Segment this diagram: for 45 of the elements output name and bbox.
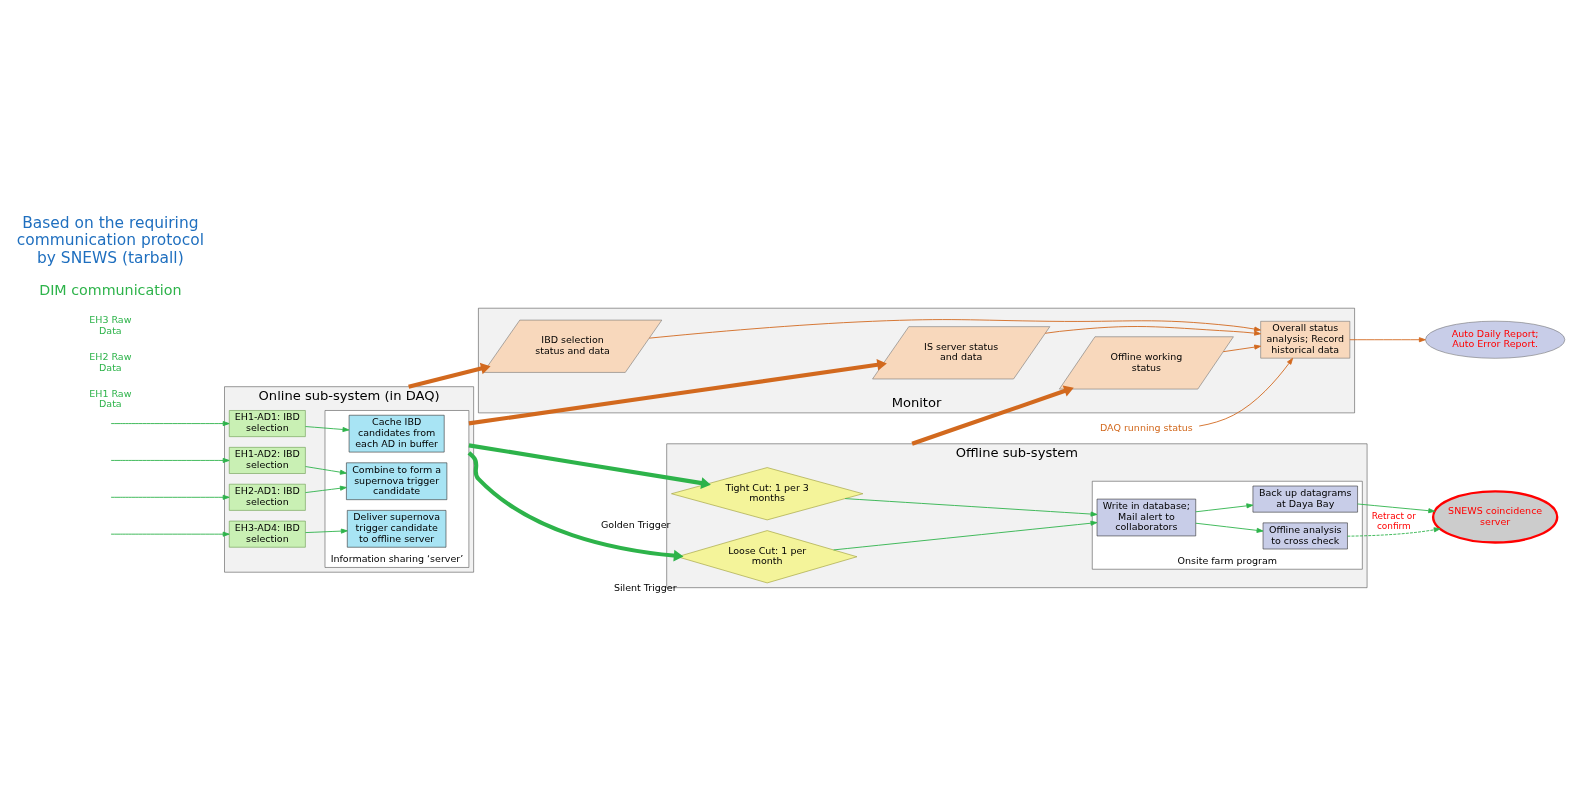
node-diamond: Tight Cut: 1 per 3 months: [671, 467, 864, 521]
arrow: [1349, 337, 1426, 343]
arrow: [648, 319, 1261, 339]
arrow: [833, 520, 1098, 551]
arrow: [110, 494, 230, 500]
node-box: Cache IBD candidates from each AD in buffer: [348, 414, 445, 453]
arrow: [305, 528, 348, 534]
node-box: Deliver supernova trigger candidate to offline server: [347, 510, 447, 548]
arrow: [1044, 326, 1261, 336]
arrow: [1195, 522, 1264, 533]
node-box: Combine to form a supernova trigger candidate: [346, 462, 448, 500]
node-ellipse: Auto Daily Report; Auto Error Report.: [1425, 320, 1566, 359]
node-box: EH2-AD1: IBD selection: [228, 483, 306, 511]
arrow: [468, 443, 711, 489]
label: Based on the requiring communication protocol by SNEWS (tarball): [16, 214, 204, 267]
node-box: Back up datagrams at Daya Bay: [1252, 485, 1358, 513]
arrow: [468, 358, 887, 426]
arrow: [110, 457, 230, 463]
arrow: [467, 451, 684, 562]
node-box: Overall status analysis; Record historical data: [1260, 321, 1351, 359]
arrow: [110, 421, 230, 427]
node-label: Silent Trigger: [613, 581, 677, 593]
arrow: [305, 466, 347, 475]
arrow: [1222, 344, 1262, 353]
node-text: DAQ running status: [1099, 421, 1193, 433]
node-box: EH1-AD1: IBD selection: [228, 410, 306, 437]
arrow: [844, 498, 1098, 517]
arrow: [305, 426, 350, 432]
label: EH3 Raw Data: [89, 313, 132, 336]
arrow: [110, 531, 230, 537]
arrow: [408, 362, 491, 389]
node-label: Golden Trigger: [601, 518, 671, 530]
node-box: EH3-AD4: IBD selection: [228, 520, 306, 548]
label: DIM communication: [39, 282, 182, 299]
label: EH2 Raw Data: [89, 350, 132, 373]
arrow: [1347, 527, 1441, 537]
node-box: Offline analysis to cross check: [1262, 522, 1348, 550]
label: EH1 Raw Data: [89, 387, 132, 410]
arrow: [1195, 503, 1254, 513]
node-box: EH1-AD2: IBD selection: [228, 447, 306, 474]
arrow: [1357, 503, 1436, 514]
arrow: [305, 485, 347, 494]
arrow: [1198, 357, 1294, 427]
node-box: Write in database; Mail alert to collaborators: [1096, 498, 1197, 537]
edge-label: Retract or confirm: [1371, 511, 1416, 532]
